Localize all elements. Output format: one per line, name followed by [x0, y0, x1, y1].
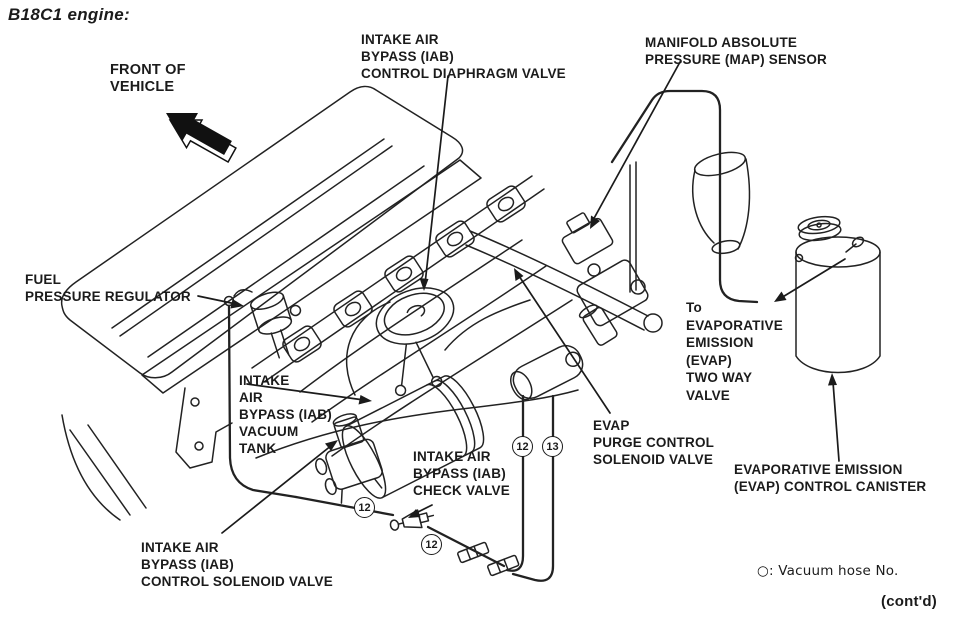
evap-canister-drawing: [794, 215, 881, 374]
continued-note: (cont'd): [881, 593, 937, 610]
front-of-vehicle-arrow: [166, 113, 237, 164]
hose-number-badge: 12: [421, 534, 442, 555]
hose-number-badge: 13: [542, 436, 563, 457]
engine-left-details: [61, 387, 233, 521]
label-fuel-pressure-regulator: FUEL PRESSURE REGULATOR: [25, 272, 191, 304]
air-duct-drawing: [692, 151, 751, 255]
iab-vacuum-tank-drawing: [341, 375, 485, 499]
label-evap-purge-solenoid: EVAP PURGE CONTROL SOLENOID VALVE: [593, 418, 715, 467]
label-iab-check-valve: INTAKE AIR BYPASS (IAB) CHECK VALVE: [413, 449, 510, 498]
vacuum-hoses: [227, 89, 759, 582]
hose-number-badge: 12: [512, 436, 533, 457]
leader-arrows: [197, 61, 846, 534]
iab-solenoid-drawing: [315, 413, 383, 504]
vacuum-hose-legend: ○: Vacuum hose No.: [757, 563, 899, 579]
label-iab-diaphragm-valve: INTAKE AIR BYPASS (IAB) CONTROL DIAPHRAG…: [361, 32, 566, 81]
label-evap-control-canister: EVAPORATIVE EMISSION (EVAP) CONTROL CANI…: [734, 462, 927, 494]
label-to-evap-two-way-valve: To EVAPORATIVE EMISSION (EVAP) TWO WAY V…: [686, 300, 783, 403]
hose-number-badge: 12: [354, 497, 375, 518]
label-iab-vacuum-tank: INTAKE AIR BYPASS (IAB) VACUUM TANK: [239, 373, 332, 456]
iab-diaphragm-valve-drawing: [375, 287, 455, 397]
label-front-of-vehicle: FRONT OF VEHICLE: [110, 62, 186, 95]
label-iab-control-solenoid: INTAKE AIR BYPASS (IAB) CONTROL SOLENOID…: [141, 540, 333, 589]
page-title: B18C1 engine:: [8, 5, 130, 24]
throttle-cluster-drawing: [465, 161, 663, 401]
check-valve-drawing: [389, 509, 435, 531]
valve-cover-drawing: [60, 85, 482, 394]
label-map-sensor: MANIFOLD ABSOLUTE PRESSURE (MAP) SENSOR: [645, 35, 827, 67]
